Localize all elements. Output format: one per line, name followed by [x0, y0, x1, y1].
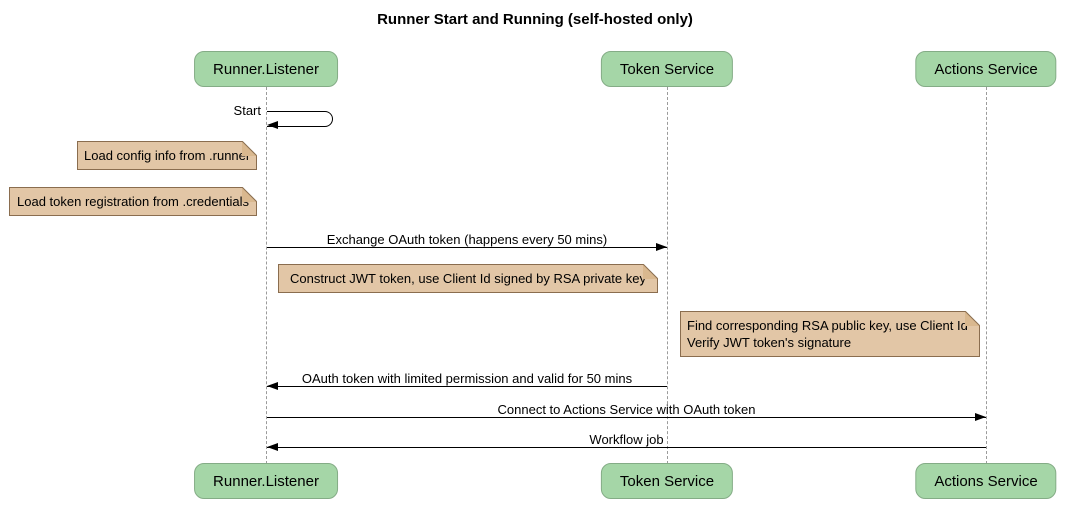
- note-load-config: Load config info from .runner: [77, 140, 258, 170]
- note-fold-icon: [642, 263, 659, 280]
- message-connect-actions-label: Connect to Actions Service with OAuth to…: [497, 402, 756, 417]
- arrowhead-left-icon: [267, 443, 278, 451]
- note-text: Load config info from .runner: [84, 148, 251, 163]
- message-oauth-token-line: [267, 386, 667, 387]
- self-message-start-loop: [267, 111, 333, 127]
- note-text: Load token registration from .credential…: [17, 194, 249, 209]
- note-fold-icon: [241, 186, 258, 203]
- lifeline-token-service: [667, 87, 668, 464]
- note-verify-jwt: Find corresponding RSA public key, use C…: [680, 310, 981, 357]
- participant-actions-service-top: Actions Service: [915, 51, 1057, 87]
- note-text: Construct JWT token, use Client Id signe…: [290, 271, 646, 286]
- arrowhead-left-icon: [267, 382, 278, 390]
- self-message-start-label: Start: [233, 103, 261, 118]
- lifeline-runner-listener: [266, 87, 267, 464]
- message-oauth-token-label: OAuth token with limited permission and …: [301, 371, 633, 386]
- arrowhead-right-icon: [975, 413, 986, 421]
- lifeline-actions-service: [986, 87, 987, 464]
- arrowhead-left-icon: [267, 121, 278, 129]
- message-workflow-job-line: [267, 447, 986, 448]
- message-workflow-job-label: Workflow job: [589, 432, 664, 447]
- participant-actions-service-bottom: Actions Service: [915, 463, 1057, 499]
- arrowhead-right-icon: [656, 243, 667, 251]
- note-text-line-2: Verify JWT token's signature: [687, 335, 852, 350]
- participant-runner-listener-top: Runner.Listener: [194, 51, 338, 87]
- participant-token-service-bottom: Token Service: [600, 463, 734, 499]
- diagram-title: Runner Start and Running (self-hosted on…: [377, 11, 693, 28]
- message-connect-actions-line: [267, 417, 986, 418]
- note-construct-jwt: Construct JWT token, use Client Id signe…: [278, 263, 659, 293]
- message-exchange-oauth-label: Exchange OAuth token (happens every 50 m…: [326, 232, 608, 247]
- participant-runner-listener-bottom: Runner.Listener: [194, 463, 338, 499]
- note-load-token-registration: Load token registration from .credential…: [9, 186, 258, 216]
- note-fold-icon: [964, 310, 981, 327]
- note-text-line-1: Find corresponding RSA public key, use C…: [687, 318, 968, 333]
- note-fold-icon: [241, 140, 258, 157]
- participant-token-service-top: Token Service: [600, 51, 734, 87]
- message-exchange-oauth-line: [267, 247, 667, 248]
